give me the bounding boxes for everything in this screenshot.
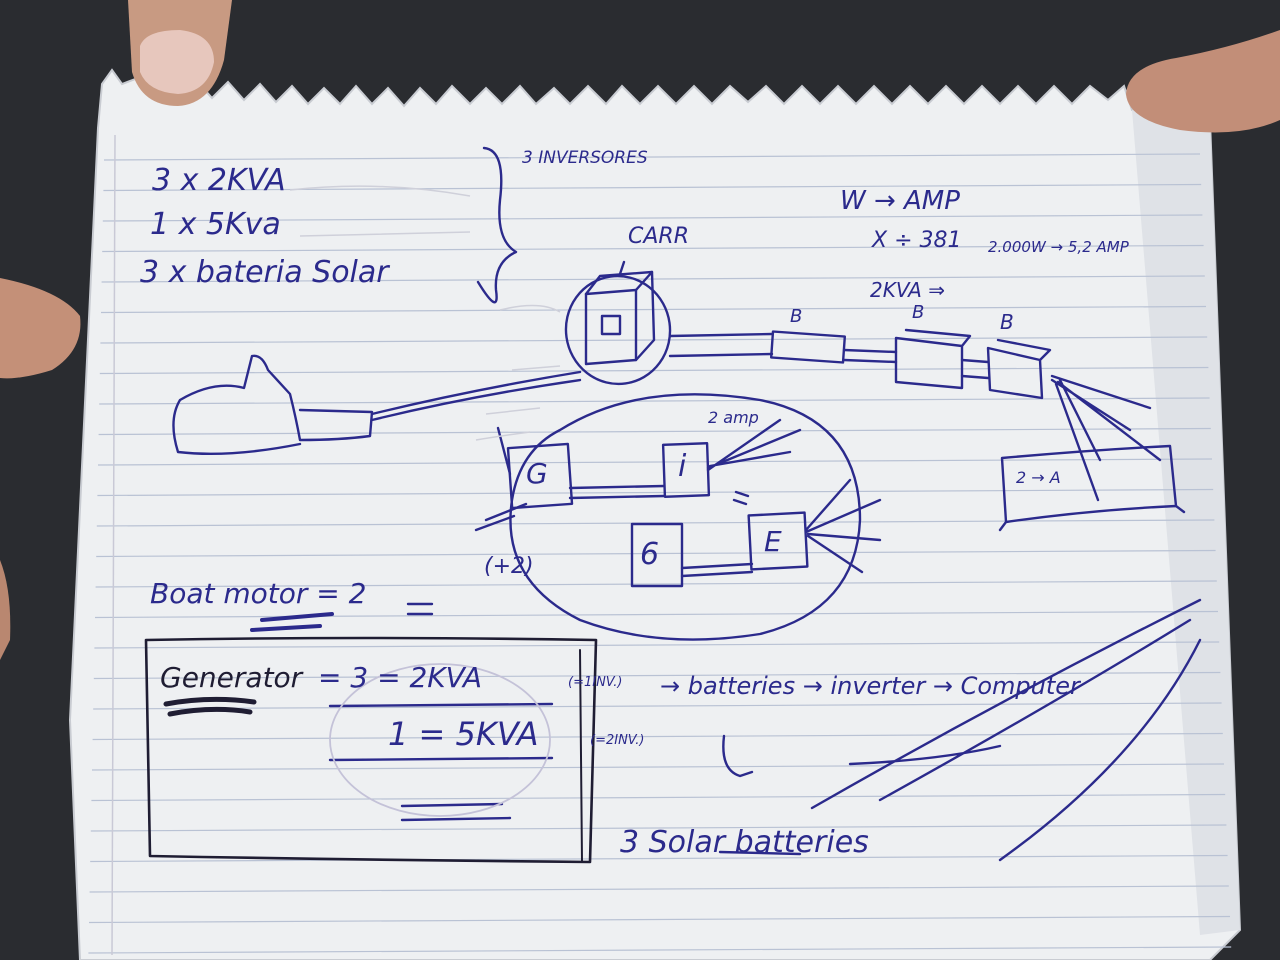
w-amp-label: W → AMP <box>840 186 960 216</box>
rule-line <box>90 854 1228 863</box>
b-label-1: B <box>790 306 803 327</box>
note-line-3: 3 x bateria Solar <box>140 255 389 290</box>
double-tick <box>732 490 750 506</box>
battery-rays <box>804 478 882 574</box>
right-top-thumb <box>1126 0 1280 133</box>
rule-line <box>103 183 1202 192</box>
rule-line <box>98 427 1211 436</box>
diagonal-strokes <box>810 598 1202 862</box>
b-under-label: B <box>912 302 925 323</box>
gen-eq-2: 1 = 5KVA <box>388 715 539 753</box>
rule-line <box>95 580 1217 588</box>
box-g2-label: 6 <box>640 537 660 572</box>
rule-line <box>102 244 1204 253</box>
left-top-thumbnail <box>140 30 214 94</box>
rule-line <box>99 397 1210 405</box>
down-arrow <box>722 734 754 778</box>
generator-label: Generator <box>160 661 303 694</box>
rule-line <box>88 946 1232 954</box>
battery-box-e <box>747 511 809 571</box>
solar-panel-icon <box>998 444 1186 532</box>
factor-label: X ÷ 381 <box>872 228 962 253</box>
rule-line <box>94 641 1220 649</box>
conversion-2: 2KVA ⇒ <box>870 278 945 302</box>
left-side-finger <box>0 278 81 379</box>
panel-label: 2 → A <box>1016 468 1061 487</box>
rule-line <box>92 732 1223 741</box>
boat-motor-equals <box>406 602 434 616</box>
solar-batteries-label: 3 Solar batteries <box>620 825 869 860</box>
boat-icon <box>172 354 374 455</box>
gen-eq-underline <box>328 702 554 822</box>
rule-line <box>102 214 1203 222</box>
cable-b-b3 <box>960 358 990 380</box>
rule-line <box>93 702 1222 710</box>
gen-eq-2-note: (=2INV.) <box>590 733 645 748</box>
gen-eq-1-note: (=1INV.) <box>568 675 623 690</box>
rule-line <box>91 793 1226 802</box>
rule-line <box>88 915 1231 924</box>
boat-motor-label: Boat motor = 2 <box>150 577 367 610</box>
container-cube-icon <box>584 260 656 366</box>
rule-line <box>89 885 1229 893</box>
cable-g-e <box>680 562 754 578</box>
fan-rays <box>1050 374 1162 502</box>
inverter-rays <box>706 418 802 472</box>
box-g-label: G <box>526 457 548 490</box>
box-i-label: i <box>678 449 687 484</box>
brace <box>476 146 518 304</box>
boat-cable <box>370 370 582 422</box>
note-line-1: 3 x 2KVA <box>152 163 286 198</box>
gen-divider <box>579 649 583 863</box>
battery-box-2 <box>894 328 972 390</box>
pencil-ghost <box>289 185 561 441</box>
gen-eq-1: = 3 = 2KVA <box>318 661 483 694</box>
rule-line <box>90 824 1227 832</box>
generator-box-2 <box>630 522 684 588</box>
solar-underline <box>718 850 802 856</box>
carr-label: CARR <box>628 224 689 249</box>
paper-shadow <box>1132 110 1240 935</box>
b-label-2: B <box>1000 310 1014 334</box>
plus-two: (+2) <box>484 554 534 579</box>
chain-label: → batteries → inverter → Computer <box>660 672 1080 700</box>
rule-line <box>91 763 1225 771</box>
carr-circle <box>564 274 672 386</box>
rule-line <box>96 549 1216 558</box>
ink-sketch <box>144 146 1202 864</box>
rule-line <box>97 458 1213 466</box>
margin-line <box>111 134 116 956</box>
gen-eq-circle <box>329 663 551 817</box>
cable-b-b <box>842 348 898 364</box>
rule-line <box>103 153 1201 161</box>
bottom-left-finger <box>0 560 11 660</box>
note-line-2: 1 x 5Kva <box>150 207 281 242</box>
generator-frame <box>144 636 598 864</box>
cable-carr-b <box>668 332 774 358</box>
system-loop <box>509 393 862 641</box>
conversion-1: 2.000W → 5,2 AMP <box>988 238 1129 256</box>
cable-g-i <box>568 484 666 500</box>
ruled-lines <box>88 153 1232 954</box>
battery-box-3 <box>986 338 1052 400</box>
boat-motor-underline <box>250 612 334 632</box>
amp-note: 2 amp <box>708 408 759 427</box>
brace-note: 3 INVERSORES <box>522 148 648 168</box>
rule-line <box>93 671 1221 680</box>
box-e-label: E <box>764 525 782 558</box>
generator-box-1 <box>506 442 574 510</box>
rule-line <box>97 488 1214 497</box>
generator-underline <box>163 696 257 717</box>
